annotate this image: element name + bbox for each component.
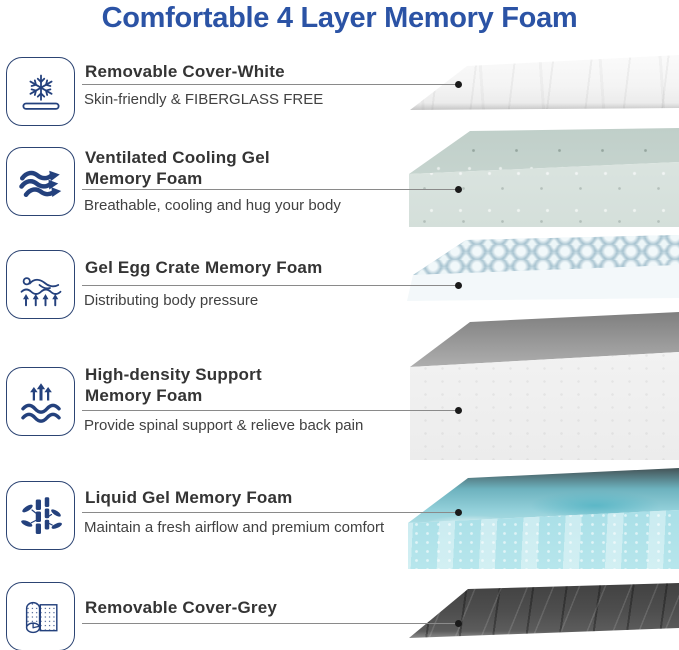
layer-title-line: Removable Cover-Grey — [85, 598, 278, 617]
layer-title: Liquid Gel Memory Foam — [85, 487, 292, 508]
callout-line — [82, 509, 462, 516]
layer-title-line: Removable Cover-White — [85, 62, 285, 81]
callout-line — [82, 186, 462, 193]
cooling-airflow-icon — [6, 147, 75, 216]
callout-dot — [455, 282, 462, 289]
white-cover-layer-image — [400, 52, 679, 114]
layer-title-line: Liquid Gel Memory Foam — [85, 488, 293, 507]
callout-dot — [455, 620, 462, 627]
layer-subtitle: Skin-friendly & FIBERGLASS FREE — [84, 91, 324, 108]
egg-crate-foam-layer-image — [400, 230, 679, 305]
fabric-sheet-face — [409, 583, 679, 638]
callout-line — [82, 81, 462, 88]
layer-title-line: Memory Foam — [85, 169, 203, 188]
page-title: Comfortable 4 Layer Memory Foam — [101, 2, 578, 34]
layer-title: Removable Cover-White — [85, 61, 285, 82]
callout-dot — [455, 509, 462, 516]
cooling-gel-foam-layer-image — [400, 128, 679, 228]
layer-title: Gel Egg Crate Memory Foam — [85, 257, 322, 278]
layer-title-line: Ventilated Cooling Gel — [85, 148, 270, 167]
layer-subtitle: Provide spinal support & relieve back pa… — [84, 417, 364, 434]
layer-subtitle: Breathable, cooling and hug your body — [84, 197, 341, 214]
callout-line — [82, 407, 462, 414]
body-pressure-icon — [6, 250, 75, 319]
callout-dot — [455, 407, 462, 414]
callout-dot — [455, 186, 462, 193]
callout-line — [82, 282, 462, 289]
layer-title-line: Memory Foam — [85, 386, 203, 405]
layer-title: Ventilated Cooling Gel Memory Foam — [85, 147, 270, 189]
foam-front-face — [409, 162, 679, 227]
layer-title: High-density Support Memory Foam — [85, 364, 262, 406]
fabric-sheet-face — [410, 55, 679, 110]
snowflake-icon — [6, 57, 75, 126]
layer-title-line: Gel Egg Crate Memory Foam — [85, 258, 323, 277]
foam-front-face — [410, 352, 679, 460]
layer-subtitle: Distributing body pressure — [84, 292, 259, 309]
grey-cover-layer-image — [400, 580, 679, 640]
liquid-gel-foam-layer-image — [400, 466, 679, 570]
callout-line — [82, 620, 462, 627]
bamboo-icon — [6, 481, 75, 550]
callout-dot — [455, 81, 462, 88]
layer-subtitle: Maintain a fresh airflow and premium com… — [84, 519, 385, 536]
layer-title: Removable Cover-Grey — [85, 597, 277, 618]
high-density-support-icon — [6, 367, 75, 436]
high-density-foam-layer-image — [400, 310, 679, 462]
fabric-roll-icon — [6, 582, 75, 650]
layer-title-line: High-density Support — [85, 365, 262, 384]
